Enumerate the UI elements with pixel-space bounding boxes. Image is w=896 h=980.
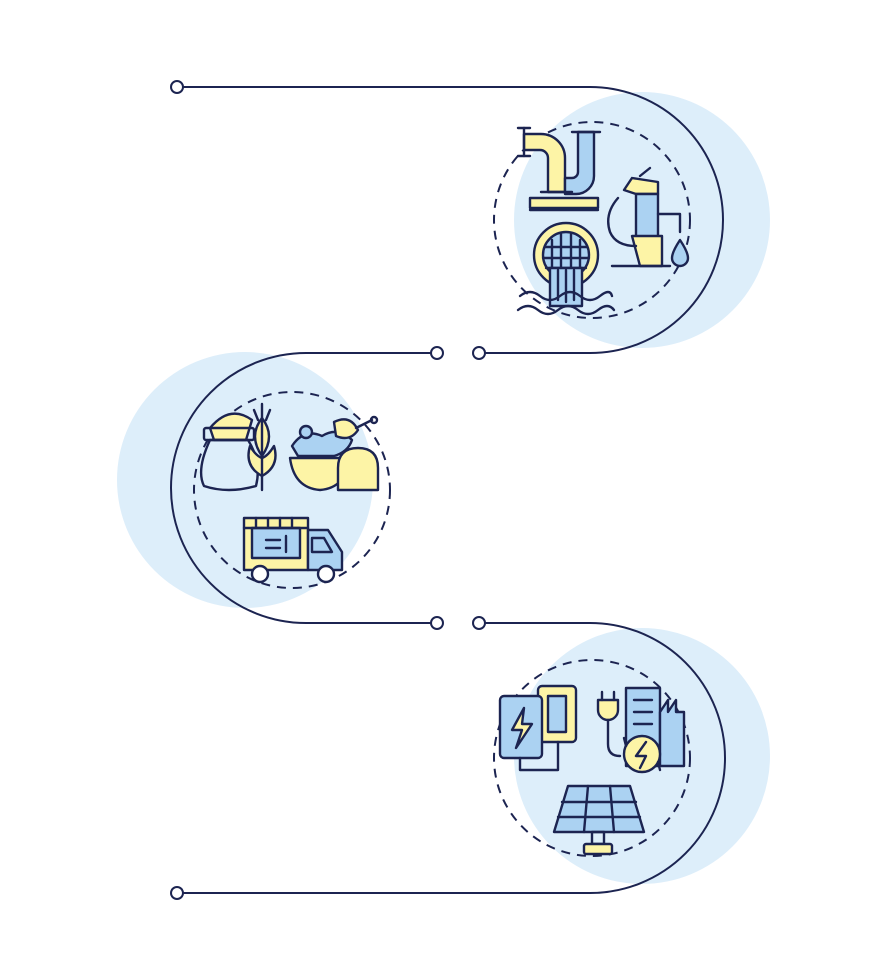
water-pump-icon bbox=[607, 166, 682, 268]
electricity-icon bbox=[622, 734, 662, 774]
timeline-node-2b bbox=[472, 346, 486, 360]
sewage-drain-icon bbox=[516, 221, 616, 316]
bread-icon bbox=[336, 446, 380, 492]
timeline-node-end bbox=[170, 886, 184, 900]
battery-icon bbox=[498, 684, 578, 772]
wheat-icon bbox=[247, 402, 277, 492]
step-1-water-icons bbox=[516, 126, 690, 316]
dashed-ring-step-1 bbox=[493, 121, 691, 319]
timeline-node-3b bbox=[472, 616, 486, 630]
dashed-ring-step-3 bbox=[493, 659, 691, 857]
pipeline-icon bbox=[516, 126, 602, 212]
timeline bbox=[170, 80, 726, 900]
timeline-node-start bbox=[170, 80, 184, 94]
water-drop-icon bbox=[670, 238, 690, 268]
power-plug-icon bbox=[596, 690, 622, 758]
dashed-ring-step-2 bbox=[193, 391, 391, 589]
timeline-segment-3 bbox=[183, 622, 726, 894]
solar-panel-icon bbox=[552, 784, 646, 856]
step-3-energy-icons bbox=[498, 684, 686, 856]
timeline-segment-1 bbox=[183, 86, 724, 354]
food-bowl-icon bbox=[288, 415, 379, 492]
dashed-rings bbox=[193, 121, 691, 857]
timeline-node-2a bbox=[430, 346, 444, 360]
timeline-node-3a bbox=[430, 616, 444, 630]
step-2-food-icons bbox=[199, 402, 380, 584]
timeline-segment-2 bbox=[170, 352, 437, 624]
food-truck-icon bbox=[242, 516, 344, 584]
